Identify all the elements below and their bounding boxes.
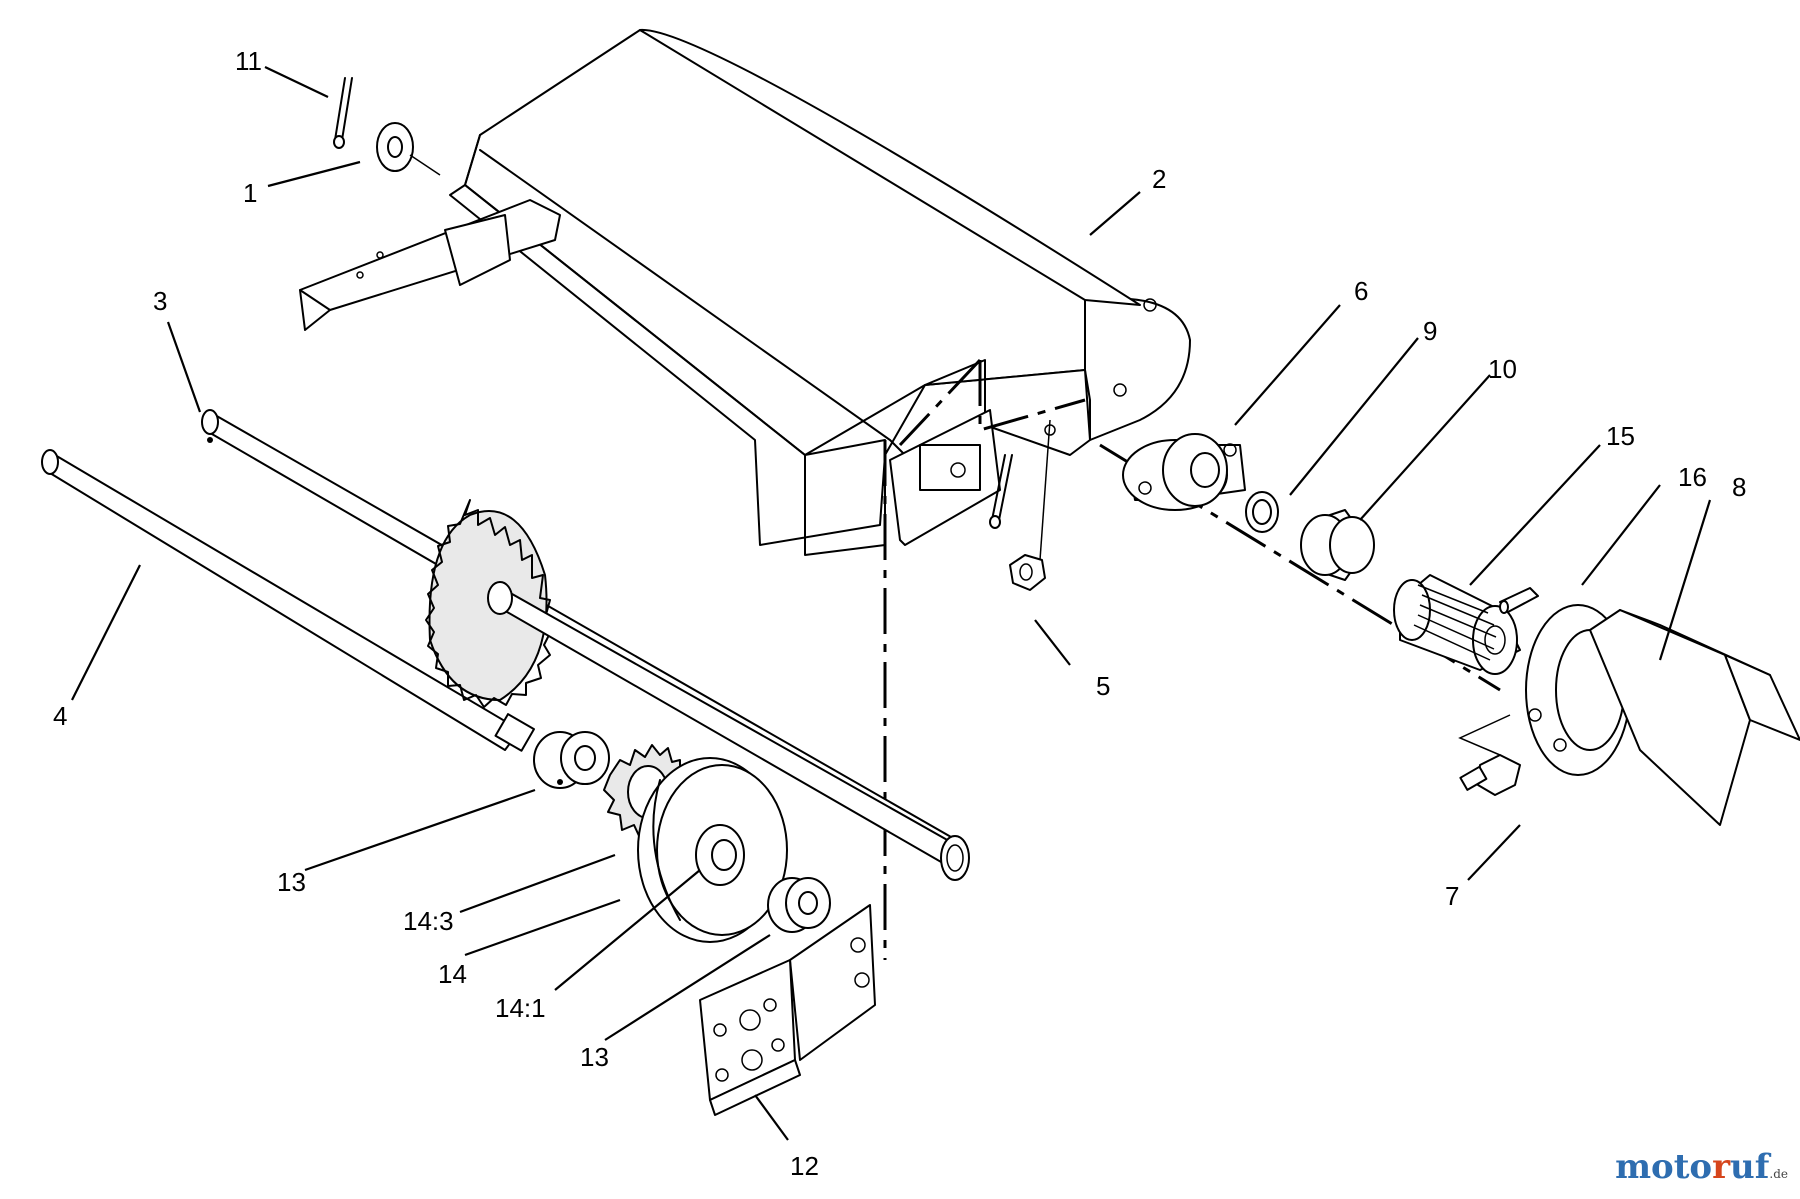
cotter-pin-11 [333,77,353,149]
bolt-7 [1458,714,1521,796]
collar-13-right [767,877,831,933]
callout-16: 16 [1678,462,1707,492]
callout-14-1: 14:1 [495,993,546,1023]
callout-10: 10 [1488,354,1517,384]
plate-12 [699,904,876,1116]
chute-8 [1525,604,1800,826]
large-sprocket [425,499,970,881]
callout-7: 7 [1445,881,1459,911]
callout-14: 14 [438,959,467,989]
callout-11: 11 [235,46,262,76]
collar-13-left [533,731,610,789]
pin-16 [1499,587,1539,614]
motoruf-watermark-logo: motoruf.de [1615,1147,1788,1187]
housing-cover [299,28,1191,556]
callout-9: 9 [1423,316,1437,346]
callout-13-right: 13 [580,1042,609,1072]
callout-5: 5 [1096,671,1110,701]
callout-15: 15 [1606,421,1635,451]
callout-2: 2 [1152,164,1166,194]
callout-labels: 11 1 2 3 4 5 6 9 10 15 16 8 7 13 14:3 14… [53,46,1746,1181]
cotter-pin-mid [989,454,1013,529]
callout-13-left: 13 [277,867,306,897]
callout-14-3: 14:3 [403,906,454,936]
spacer-10 [1300,509,1375,581]
callout-3: 3 [153,286,167,316]
callout-8: 8 [1732,472,1746,502]
pulley-14 [637,757,788,943]
washer-1 [376,122,441,176]
bearing-flange-6 [1122,433,1246,511]
washer-9 [1245,491,1279,533]
callout-1: 1 [243,178,257,208]
callout-12: 12 [790,1151,819,1181]
nut-5 [1009,419,1051,591]
shaft-4 [41,449,535,752]
callout-4: 4 [53,701,67,731]
callout-6: 6 [1354,276,1368,306]
splined-coupler-15 [1393,574,1521,675]
leader-lines [71,66,1712,1141]
